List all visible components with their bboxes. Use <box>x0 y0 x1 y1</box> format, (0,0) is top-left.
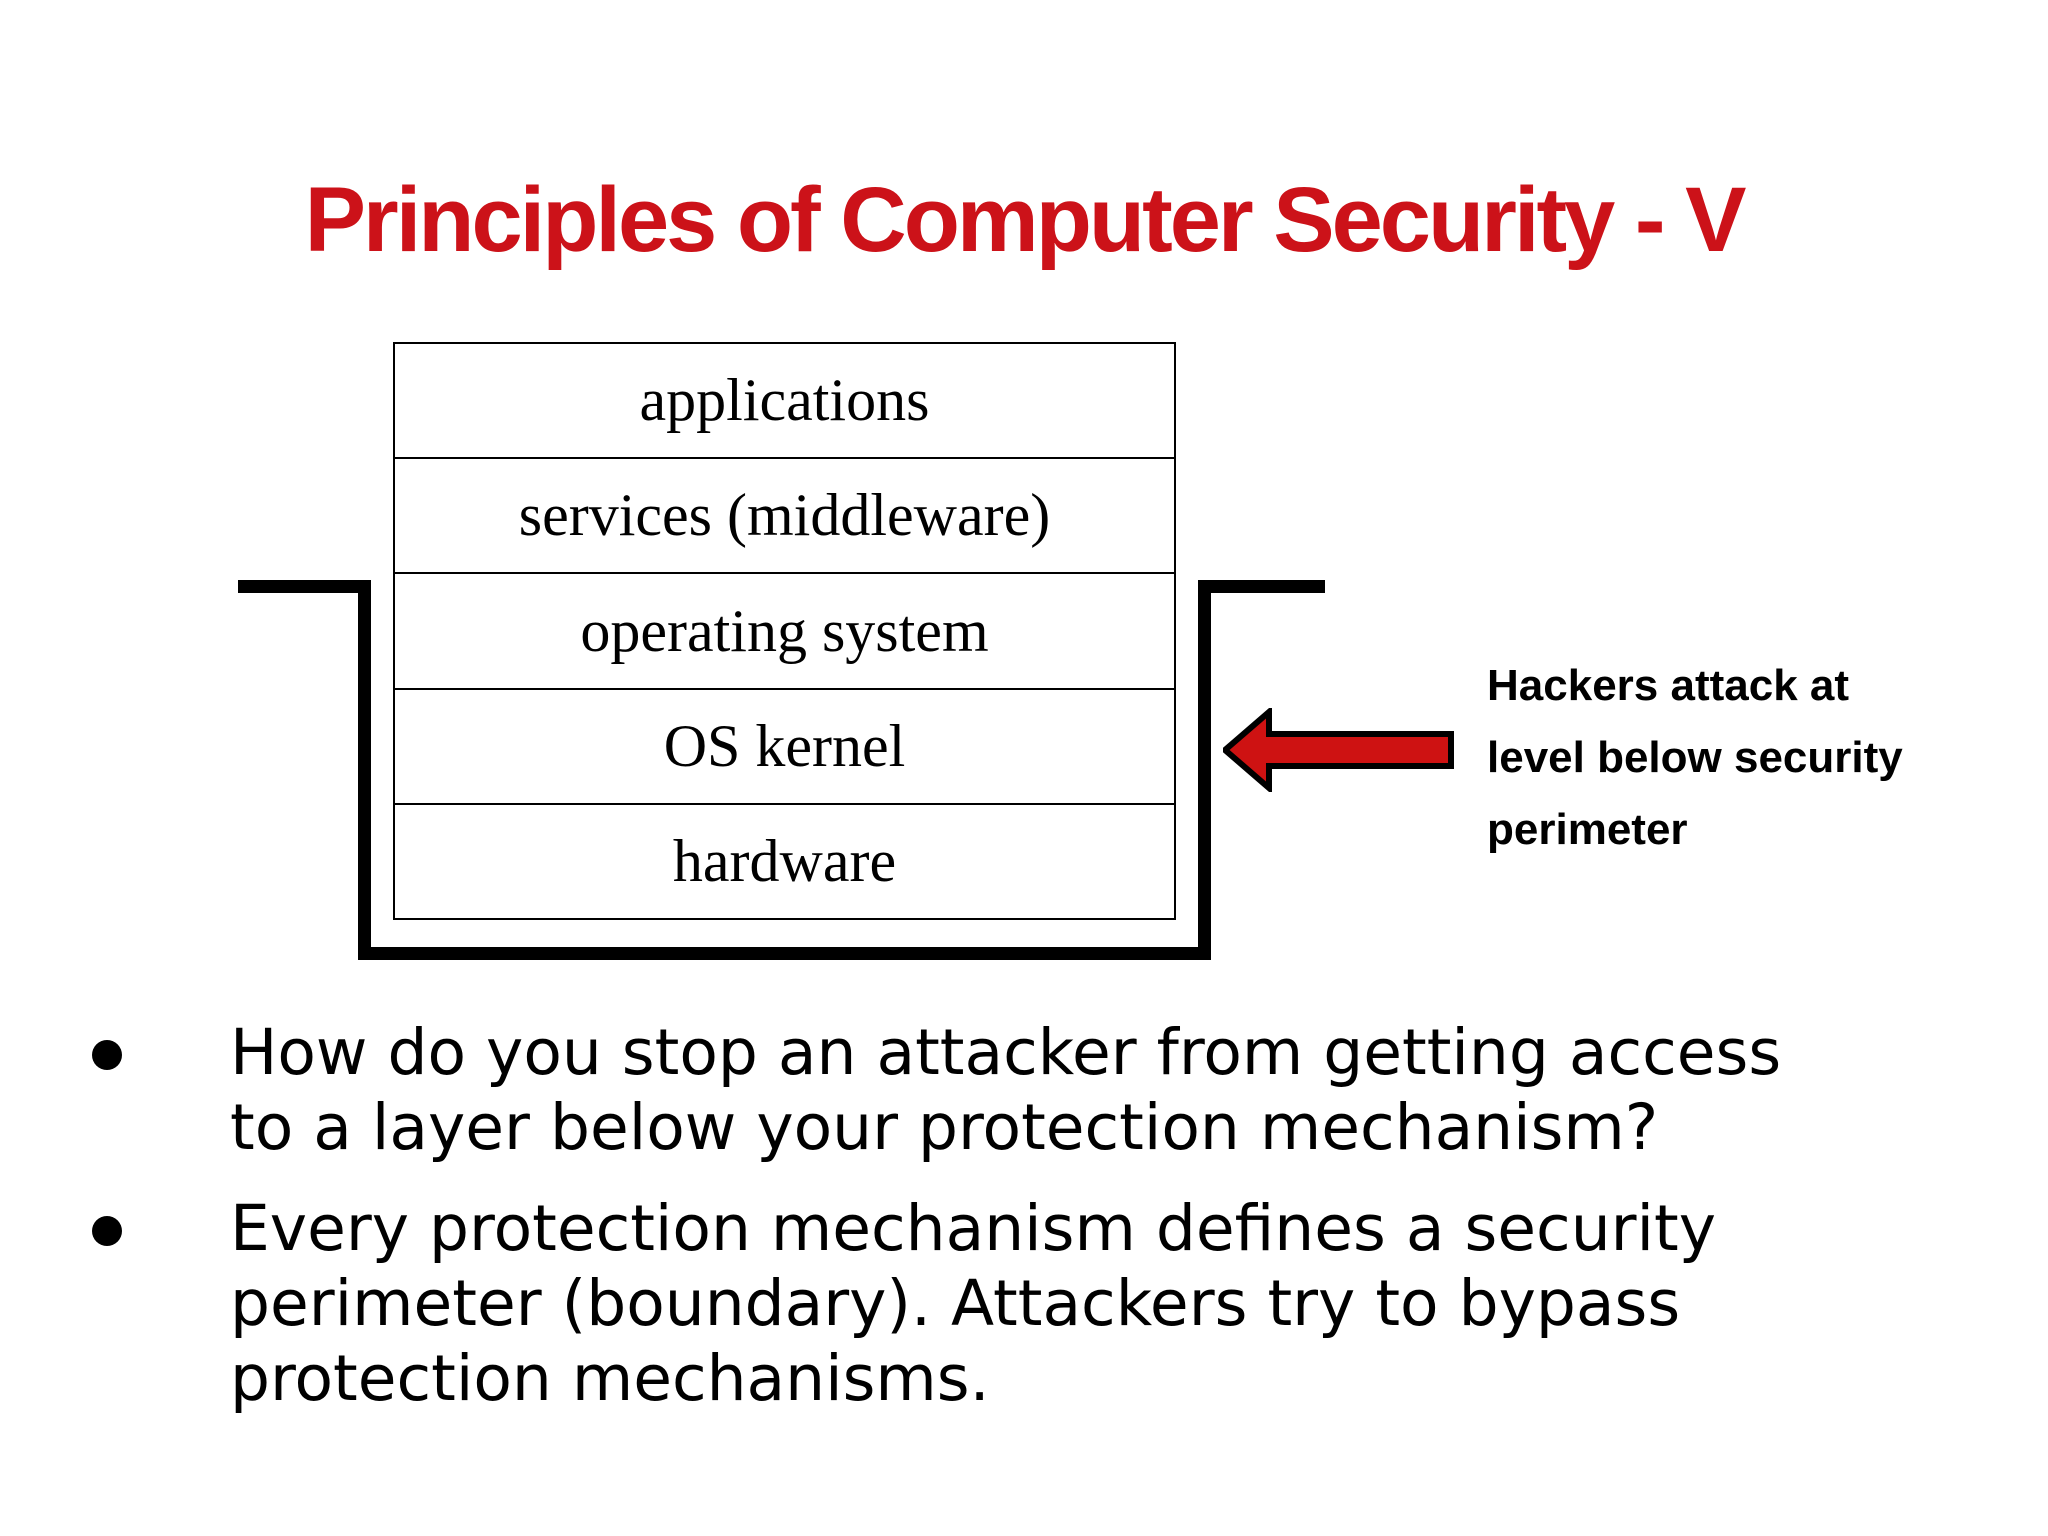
layer-operating-system: operating system <box>395 574 1174 690</box>
slide-title: Principles of Computer Security - V <box>304 168 1747 271</box>
layer-os-kernel: OS kernel <box>395 690 1174 805</box>
security-perimeter-left-side <box>358 580 371 960</box>
security-perimeter-bottom <box>358 947 1211 960</box>
bullet-text-2: Every protection mechanism defines a sec… <box>230 1191 1717 1415</box>
bullet-item-2: Every protection mechanism defines a sec… <box>92 1192 1962 1417</box>
bullet-text-1: How do you stop an attacker from getting… <box>230 1016 1782 1164</box>
attack-annotation-line-3: perimeter <box>1487 805 1688 854</box>
attack-annotation-line-2: level below security <box>1487 733 1903 782</box>
bullet-item-1: How do you stop an attacker from getting… <box>92 1016 1962 1166</box>
layer-hardware: hardware <box>672 827 897 894</box>
bullet-list: How do you stop an attacker from getting… <box>92 1016 1962 1443</box>
attack-annotation: Hackers attack at level below security p… <box>1487 650 2047 866</box>
attack-annotation-line-1: Hackers attack at <box>1487 661 1850 710</box>
attack-arrow-shape <box>1223 708 1454 792</box>
bullet-dot-icon <box>92 1215 122 1246</box>
security-perimeter-left-stub <box>238 580 371 593</box>
attack-arrow-icon <box>1223 708 1454 792</box>
layer-services-middleware: services (middleware) <box>395 459 1174 575</box>
security-perimeter-right-stub <box>1198 580 1325 593</box>
layer-stack-diagram: applications services (middleware) opera… <box>393 342 1176 920</box>
bullet-dot-icon <box>92 1040 122 1070</box>
security-perimeter-right-side <box>1198 580 1211 960</box>
layer-applications: applications <box>395 344 1174 460</box>
